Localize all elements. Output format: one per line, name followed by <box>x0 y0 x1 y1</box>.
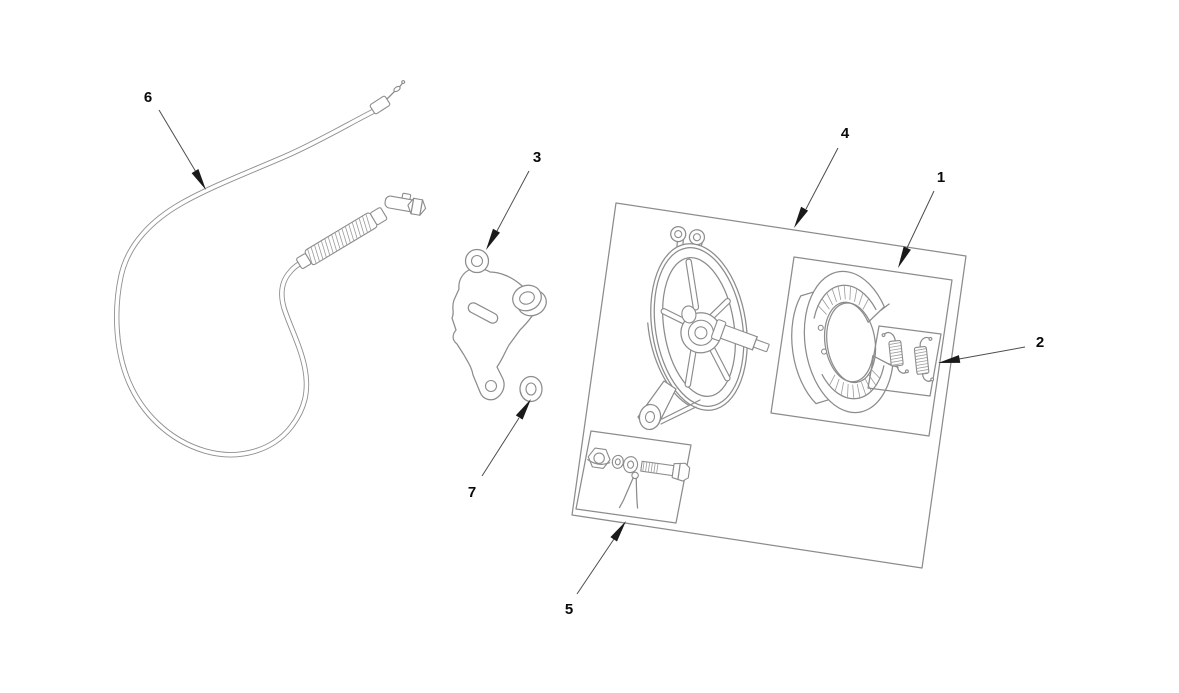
callout-5: 5 <box>565 521 626 618</box>
callout-1-leader <box>906 190 935 249</box>
panel-outline-springs <box>867 325 942 397</box>
callout-1-arrowhead <box>898 246 911 268</box>
callout-5-arrowhead <box>610 521 626 542</box>
callout-3-label: 3 <box>533 149 541 166</box>
callout-6-leader <box>158 109 197 173</box>
drum-opening <box>826 302 877 384</box>
callout-7-arrowhead <box>515 399 531 420</box>
callout-2-arrowhead <box>938 355 961 363</box>
callout-6-arrowhead <box>191 169 206 190</box>
cable-clevis-nut <box>384 192 427 216</box>
panel-outline-main <box>571 202 967 569</box>
hex-nut <box>587 447 611 469</box>
brake-cable <box>114 80 427 458</box>
cable-ferrule <box>369 95 391 115</box>
callout-2-leader <box>958 346 1026 360</box>
return-springs <box>881 331 935 382</box>
spring-right <box>913 336 935 382</box>
brake-lever <box>637 380 701 431</box>
callout-5-label: 5 <box>565 601 573 618</box>
callout-4-label: 4 <box>841 125 850 142</box>
callout-6: 6 <box>144 89 206 190</box>
brake-backing-plate <box>637 225 770 431</box>
callout-3-arrowhead <box>486 228 500 250</box>
lining-hatch-top <box>817 285 869 315</box>
callout-7-label: 7 <box>468 484 476 501</box>
axle-hardware-kit <box>587 447 691 509</box>
cable-sheath <box>114 107 379 458</box>
callout-4: 4 <box>794 125 850 228</box>
cable-adjuster-spring <box>296 207 388 269</box>
flat-washer <box>519 375 543 403</box>
hex-bolt <box>640 460 691 482</box>
callout-3: 3 <box>486 149 541 250</box>
callout-3-leader <box>496 170 530 232</box>
callout-4-arrowhead <box>794 206 809 228</box>
shoe-depth-edge <box>791 291 830 405</box>
cable-tip-fitting <box>393 80 406 93</box>
callout-4-leader <box>805 147 839 210</box>
callout-7: 7 <box>468 399 531 501</box>
washer-small <box>611 454 624 469</box>
plate-depth-edge <box>647 322 690 407</box>
callout-2: 2 <box>938 334 1044 363</box>
callout-5-leader <box>576 538 615 595</box>
mount-bracket <box>451 248 547 401</box>
brake-shoe-set <box>791 270 899 414</box>
panel-outline-hardware <box>575 430 692 524</box>
callout-2-label: 2 <box>1036 334 1044 351</box>
washer-large <box>622 456 639 474</box>
hub <box>680 305 722 354</box>
bracket-tab-hole <box>484 379 498 393</box>
axle-shaft <box>711 319 770 353</box>
panel-outline-shoes <box>770 256 953 437</box>
callout-7-leader <box>481 417 520 477</box>
bracket-slot <box>467 302 499 324</box>
callout-1: 1 <box>898 169 945 268</box>
spring-left <box>881 331 909 374</box>
callout-1-label: 1 <box>937 169 945 186</box>
cotter-pin <box>618 471 639 509</box>
callout-6-label: 6 <box>144 89 152 106</box>
